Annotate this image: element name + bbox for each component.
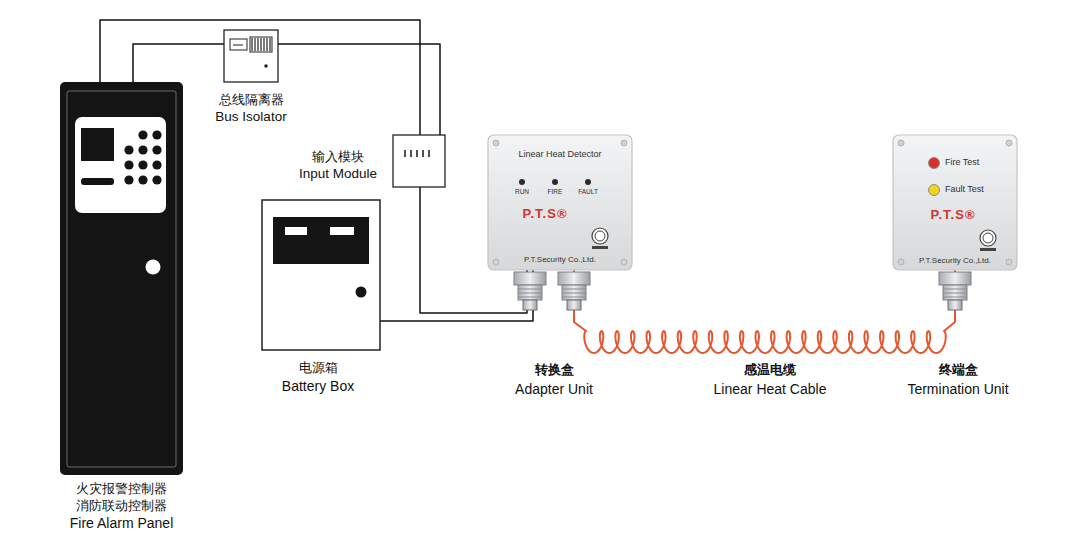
- termination-unit-housing: [893, 135, 1017, 310]
- power-wire: [380, 270, 533, 321]
- fire-led: [552, 179, 558, 185]
- display-screen: [81, 128, 114, 161]
- adapter-unit: Linear Heat DetectorRUN FIRE FAULT P.T.S® P.…: [488, 135, 632, 270]
- battery-slot: [285, 227, 307, 235]
- battery-box: 电源箱Battery Box: [262, 200, 380, 350]
- adapter-box: [488, 135, 632, 270]
- cable-gland: [514, 272, 546, 310]
- maker-name: P.T.Security Co.,Ltd.: [919, 256, 991, 266]
- battery-panel: [273, 217, 369, 264]
- device-name: Adapter Unit: [515, 381, 593, 398]
- maker-name: P.T.Security Co.,Ltd.: [524, 255, 596, 265]
- bus-isolator-box: [224, 30, 278, 82]
- fault-led: [585, 179, 591, 185]
- isolator-led: [264, 64, 268, 68]
- cable-name-cn: 感温电缆: [744, 362, 796, 378]
- battery-knob: [356, 287, 367, 298]
- termination-box: [893, 135, 1017, 270]
- brand-logo: P.T.S®: [523, 206, 568, 222]
- fire-alarm-panel: 火灾报警控制器 消防联动控制器Fire Alarm Panel: [60, 82, 183, 475]
- device-name: Bus Isolator: [215, 109, 286, 125]
- led-label: FAULT: [578, 188, 598, 196]
- device-name: Fire Alarm Panel: [70, 515, 173, 532]
- corner-screws: [898, 140, 1012, 265]
- device-name-cn: 转换盒: [535, 362, 574, 378]
- termination-unit: Fire TestFault TestP.T.S® P.T.Security Co…: [893, 135, 1017, 270]
- control-window: [75, 117, 166, 213]
- display-bar: [81, 178, 114, 185]
- adapter-unit-housing: [488, 135, 632, 310]
- device-name-cn: 输入模块: [312, 149, 364, 165]
- cabinet-body: [60, 82, 183, 475]
- battery-box: [262, 200, 380, 350]
- bus-wire: [278, 44, 440, 135]
- isolator-terminals: [252, 38, 270, 51]
- device-name: Input Module: [299, 166, 377, 182]
- brand-logo: P.T.S®: [931, 207, 976, 223]
- battery-slot: [330, 227, 354, 235]
- cable-gland: [558, 272, 590, 310]
- run-led: [519, 179, 525, 185]
- device-name: Termination Unit: [907, 381, 1008, 398]
- isolator-mark: [233, 45, 243, 46]
- linear-heat-cable: [574, 270, 955, 353]
- fire-alarm-panel-cabinet: [60, 82, 183, 475]
- cable-gland: [939, 272, 971, 310]
- corner-screws: [493, 140, 627, 265]
- fault-test-button: [929, 185, 940, 196]
- led-label: RUN: [515, 188, 529, 196]
- input-module: 输入模块Input Module: [393, 135, 445, 187]
- terminal-frame: [250, 37, 272, 52]
- button-label: Fire Test: [945, 157, 979, 168]
- ul-mark: [592, 228, 608, 249]
- isolator-housing: [224, 30, 278, 82]
- device-name-cn: 火灾报警控制器 消防联动控制器: [72, 480, 172, 514]
- keypad: [124, 130, 161, 184]
- device-name-cn: 电源箱: [299, 360, 338, 376]
- module-terminals: [405, 150, 429, 157]
- input-module-box: [393, 135, 445, 187]
- door-knob: [146, 260, 161, 275]
- bus-isolator: 总线隔离器Bus Isolator: [224, 30, 278, 82]
- device-name-cn: 终端盒: [939, 362, 978, 378]
- isolator-window: [230, 39, 247, 50]
- device-name: Battery Box: [282, 378, 354, 395]
- panel-title: Linear Heat Detector: [518, 149, 601, 160]
- led-label: FIRE: [548, 188, 563, 196]
- module-housing: [393, 135, 445, 187]
- bus-wire: [133, 44, 224, 82]
- button-label: Fault Test: [945, 184, 984, 195]
- fire-test-button: [929, 158, 940, 169]
- cabinet-door: [67, 91, 176, 467]
- battery-housing: [262, 200, 380, 350]
- cable-name: Linear Heat Cable: [714, 381, 827, 398]
- device-name-cn: 总线隔离器: [219, 92, 284, 108]
- ul-mark: [980, 230, 996, 251]
